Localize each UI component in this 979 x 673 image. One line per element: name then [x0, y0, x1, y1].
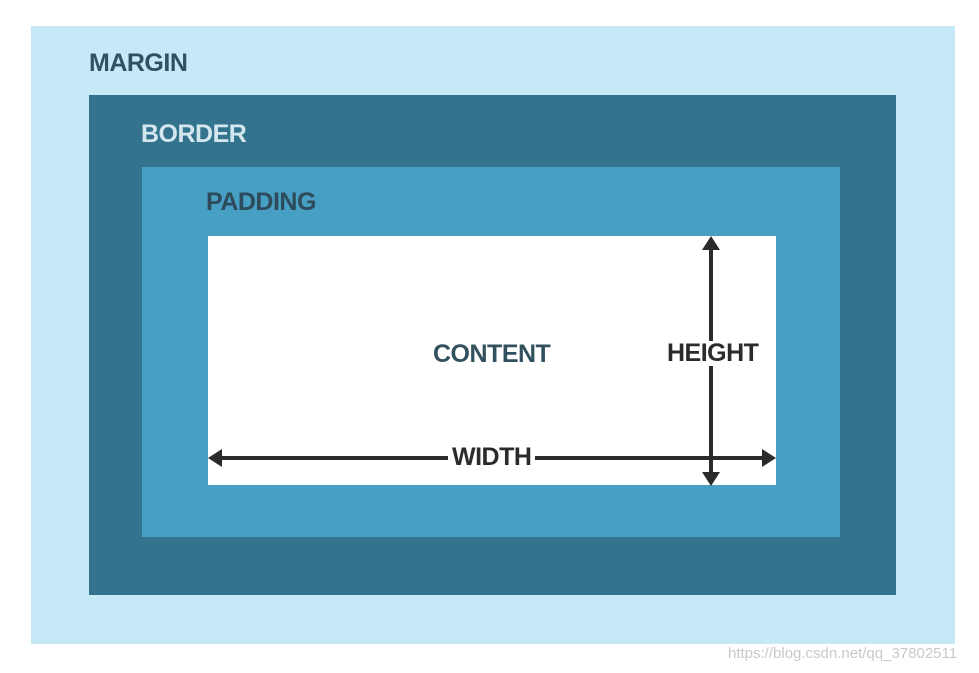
width-label: WIDTH: [448, 445, 536, 470]
border-label: BORDER: [141, 120, 247, 148]
content-label: CONTENT: [433, 340, 551, 368]
height-label: HEIGHT: [665, 339, 761, 367]
margin-label: MARGIN: [89, 49, 188, 77]
watermark-text: https://blog.csdn.net/qq_37802511: [728, 645, 958, 662]
padding-label: PADDING: [206, 188, 316, 216]
